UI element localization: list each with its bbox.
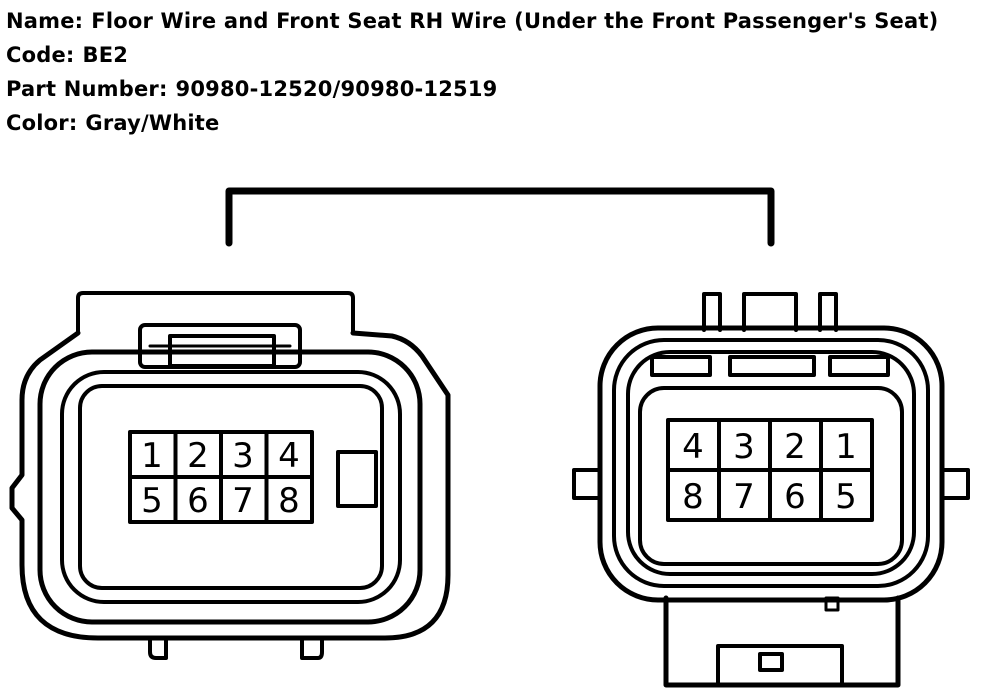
mating-bracket <box>225 187 775 247</box>
name-label: Name: <box>6 9 84 33</box>
left-connector: 1 2 3 4 5 6 7 8 <box>9 291 451 660</box>
right-connector-pin-grid <box>666 418 874 522</box>
connector-info: Name: Floor Wire and Front Seat RH Wire (… <box>6 4 938 140</box>
right-pin-6: 6 <box>784 477 806 517</box>
left-pin-4: 4 <box>278 436 300 476</box>
right-connector-slot-center <box>728 355 816 377</box>
right-connector-bottom-notch <box>716 644 844 687</box>
right-connector-inner-cavity <box>638 386 904 566</box>
part-number-label: Part Number: <box>6 77 168 101</box>
right-pin-5: 5 <box>835 477 857 517</box>
right-connector-right-lug <box>940 468 970 500</box>
color-label: Color: <box>6 111 78 135</box>
name-row: Name: Floor Wire and Front Seat RH Wire (… <box>6 4 938 38</box>
right-connector-slot-left <box>650 355 712 377</box>
right-pin-2: 2 <box>784 427 806 467</box>
left-connector-rim-2 <box>60 370 402 604</box>
left-pin-7: 7 <box>232 481 254 521</box>
left-pin-8: 8 <box>278 481 300 521</box>
left-connector-rim-3 <box>78 384 384 590</box>
left-connector-side-latch <box>336 450 378 508</box>
left-connector-bottom-flange <box>148 636 324 660</box>
right-connector-outer-shell <box>597 325 945 603</box>
color-row: Color: Gray/White <box>6 106 938 140</box>
left-pin-3: 3 <box>232 436 254 476</box>
color-value: Gray/White <box>85 111 220 135</box>
part-number-row: Part Number: 90980-12520/90980-12519 <box>6 72 938 106</box>
right-connector-slot-right <box>828 355 890 377</box>
right-connector-rim-2 <box>626 350 916 576</box>
right-pin-8: 8 <box>682 477 704 517</box>
left-pin-5: 5 <box>141 481 163 521</box>
code-row: Code: BE2 <box>6 38 938 72</box>
code-label: Code: <box>6 43 75 67</box>
part-number-value: 90980-12520/90980-12519 <box>175 77 498 101</box>
right-pin-4: 4 <box>682 427 704 467</box>
left-connector-outer-shell <box>9 330 451 641</box>
left-connector-rim-1 <box>37 349 423 625</box>
left-pin-6: 6 <box>187 481 209 521</box>
name-value: Floor Wire and Front Seat RH Wire (Under… <box>91 9 939 33</box>
right-connector-bottom-key <box>758 652 784 672</box>
right-pin-1: 1 <box>835 427 857 467</box>
right-connector-top-posts <box>702 292 838 332</box>
left-pin-2: 2 <box>187 436 209 476</box>
code-value: BE2 <box>82 43 129 67</box>
right-connector-rim-1 <box>612 338 930 588</box>
left-connector-pin-grid <box>128 430 314 524</box>
right-connector: 4 3 2 1 8 7 6 5 <box>572 292 970 688</box>
left-connector-lock-tab <box>76 291 355 335</box>
right-connector-left-lug <box>572 468 602 500</box>
right-pin-3: 3 <box>733 427 755 467</box>
left-pin-1: 1 <box>141 436 163 476</box>
right-connector-bottom-skirt <box>663 595 901 688</box>
right-connector-key-mark <box>824 596 840 612</box>
right-pin-7: 7 <box>733 477 755 517</box>
